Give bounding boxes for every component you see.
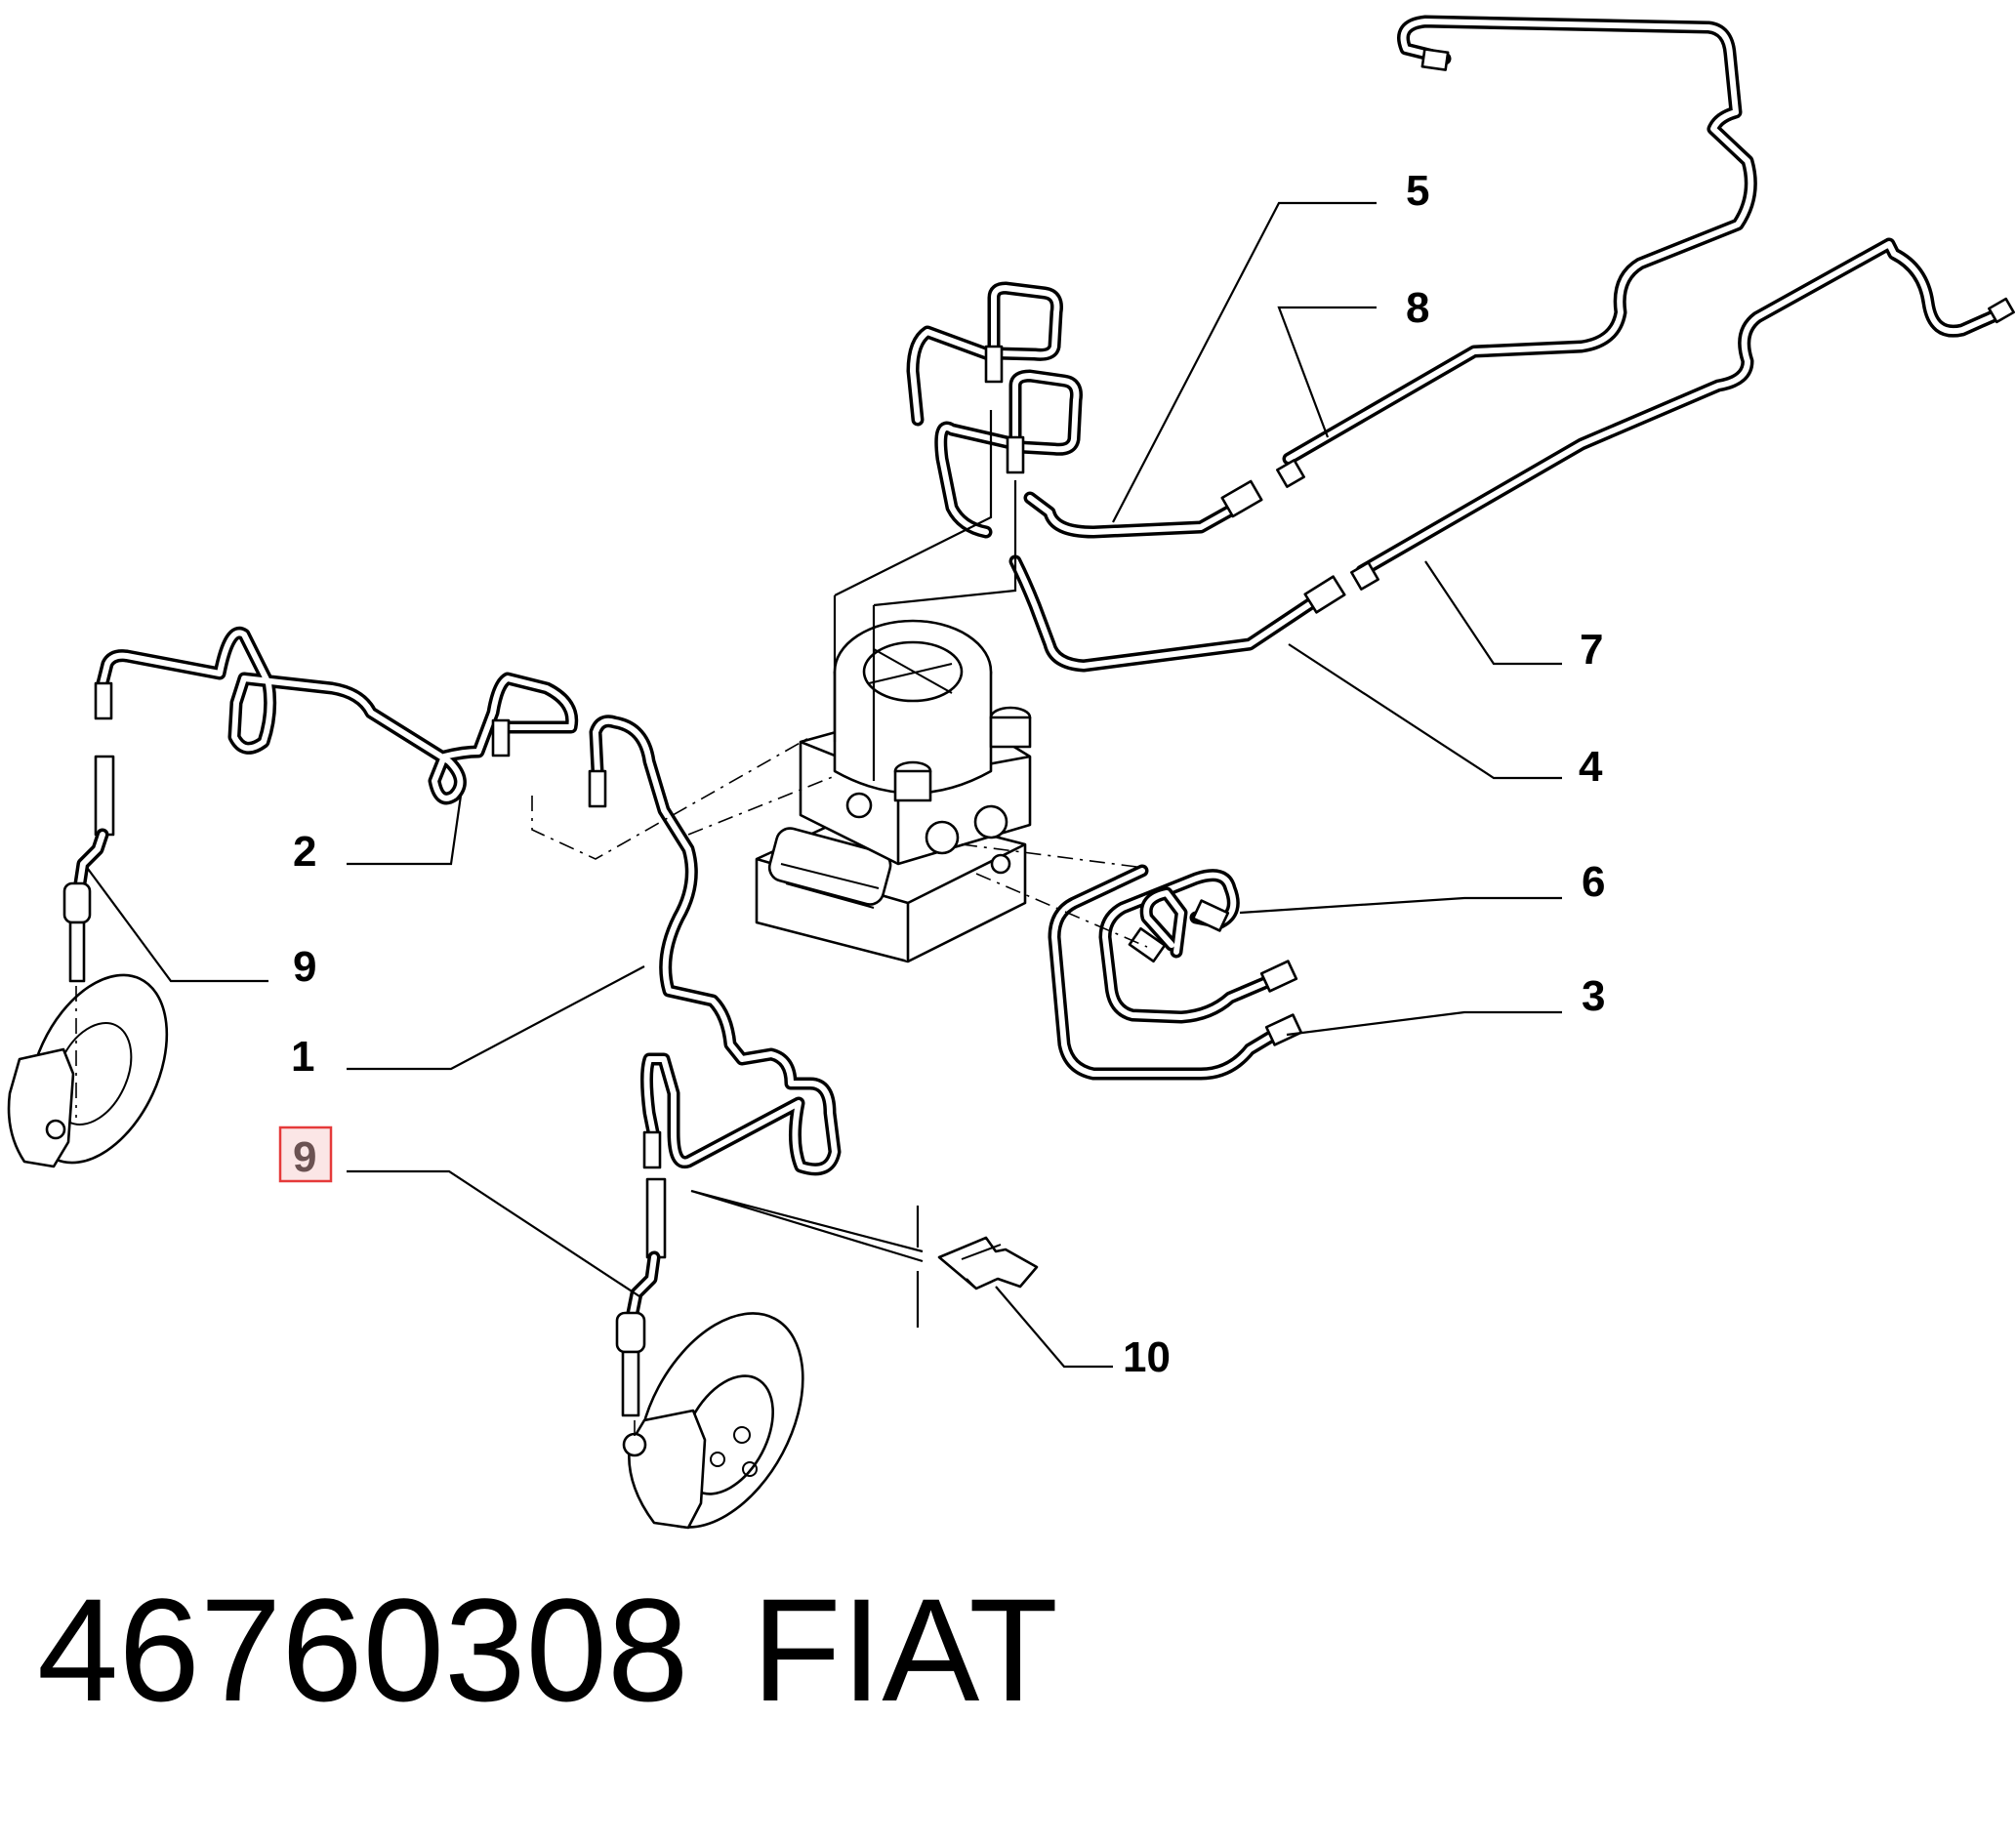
leader-lines xyxy=(87,201,1562,1369)
callout-9-upper[interactable]: 9 xyxy=(293,943,316,991)
hose-bracket[interactable] xyxy=(937,1236,1039,1290)
pipe-6[interactable] xyxy=(1098,869,1276,1024)
callout-5[interactable]: 5 xyxy=(1406,167,1429,215)
abs-hydraulic-unit[interactable] xyxy=(755,619,1032,963)
brake-disc-left xyxy=(7,973,169,1168)
pipe-2[interactable] xyxy=(96,626,579,805)
brand-name: FIAT xyxy=(752,1568,1058,1732)
callout-9-lower-highlighted[interactable]: 9 xyxy=(293,1133,316,1181)
pipe-rear-upper[interactable] xyxy=(1282,15,1757,466)
callout-6[interactable]: 6 xyxy=(1582,858,1605,906)
pipe-4[interactable] xyxy=(1008,554,1330,673)
pipe-3[interactable] xyxy=(1048,864,1281,1081)
brake-pipes xyxy=(96,15,2013,1176)
pipe-rear-lower[interactable] xyxy=(1355,237,2013,578)
callout-2[interactable]: 2 xyxy=(293,828,316,876)
assembly-lines xyxy=(75,736,1153,1437)
brake-disc-right xyxy=(622,1312,804,1530)
flexible-hose-right[interactable] xyxy=(615,1177,667,1417)
callout-3[interactable]: 3 xyxy=(1582,972,1605,1020)
callout-4[interactable]: 4 xyxy=(1579,743,1603,791)
pipe-fittings xyxy=(94,48,2015,1169)
callout-1[interactable]: 1 xyxy=(291,1033,314,1081)
callout-labels: 1 2 3 4 5 6 7 8 9 9 10 xyxy=(278,167,1605,1381)
flexible-hose-left[interactable] xyxy=(62,755,115,983)
callout-8[interactable]: 8 xyxy=(1406,284,1429,332)
callout-10[interactable]: 10 xyxy=(1123,1333,1171,1381)
callout-7[interactable]: 7 xyxy=(1580,626,1603,674)
callout-9-highlight-box xyxy=(278,1126,333,1183)
part-number: 46760308 xyxy=(37,1568,689,1732)
